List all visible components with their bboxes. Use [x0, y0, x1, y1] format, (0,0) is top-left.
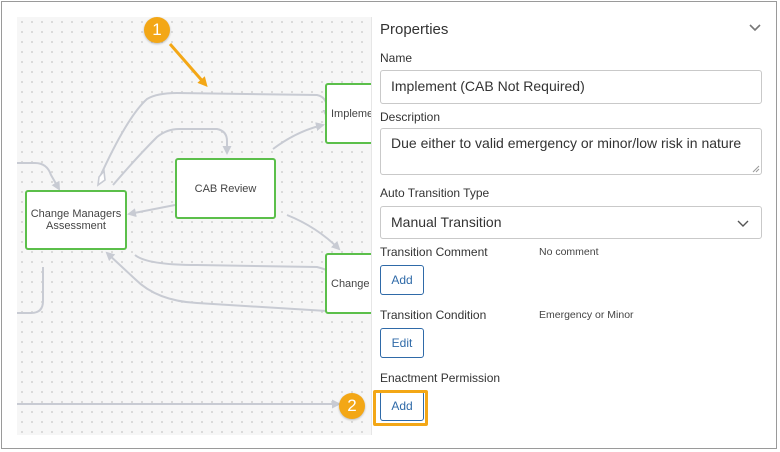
- auto-transition-select[interactable]: Manual Transition: [380, 206, 762, 239]
- transition-condition-label: Transition Condition: [380, 308, 487, 322]
- chevron-down-icon[interactable]: [747, 19, 763, 35]
- node-change[interactable]: Change: [325, 253, 371, 314]
- name-field[interactable]: Implement (CAB Not Required): [380, 70, 762, 104]
- description-field[interactable]: Due either to valid emergency or minor/l…: [380, 128, 762, 175]
- edit-condition-button[interactable]: Edit: [380, 328, 424, 358]
- enactment-permission-label: Enactment Permission: [380, 371, 501, 385]
- edge-left-out: [17, 267, 44, 314]
- edge-left-in: [17, 162, 60, 191]
- chevron-down-icon: [737, 220, 749, 227]
- workflow-canvas[interactable]: Change Managers Assessment CAB Review Im…: [17, 17, 371, 435]
- name-label: Name: [380, 51, 413, 65]
- properties-panel: Properties Name Implement (CAB Not Requi…: [371, 17, 765, 435]
- node-cab-review[interactable]: CAB Review: [175, 158, 276, 219]
- edge-assessment-to-cab: [112, 128, 232, 186]
- description-text: Due either to valid emergency or minor/l…: [391, 135, 742, 151]
- workflow-edges: [17, 91, 343, 409]
- panel-title: Properties: [380, 21, 449, 38]
- add-comment-button[interactable]: Add: [380, 265, 424, 295]
- description-label: Description: [380, 110, 441, 124]
- transition-condition-value: Emergency or Minor: [539, 309, 634, 321]
- transition-comment-value: No comment: [539, 246, 599, 258]
- edge-assessment-to-implement-selected: [98, 91, 332, 180]
- resize-handle-icon[interactable]: [752, 165, 760, 173]
- edge-cab-to-assessment: [127, 204, 176, 218]
- auto-transition-value: Manual Transition: [391, 214, 502, 230]
- node-implement[interactable]: Impleme: [325, 83, 371, 144]
- diamond-source-marker: [96, 169, 106, 187]
- edge-assessment-to-change: [134, 254, 343, 281]
- edge-cab-to-change: [286, 214, 341, 251]
- add-permission-button[interactable]: Add: [380, 391, 424, 421]
- callout-badge-1: 1: [144, 17, 170, 43]
- auto-transition-label: Auto Transition Type: [380, 186, 490, 200]
- transition-comment-label: Transition Comment: [380, 245, 488, 259]
- edge-cab-to-implement: [272, 122, 325, 150]
- node-change-managers-assessment[interactable]: Change Managers Assessment: [25, 190, 127, 250]
- callout-badge-2: 2: [339, 393, 365, 419]
- edge-change-to-assessment: [105, 251, 328, 312]
